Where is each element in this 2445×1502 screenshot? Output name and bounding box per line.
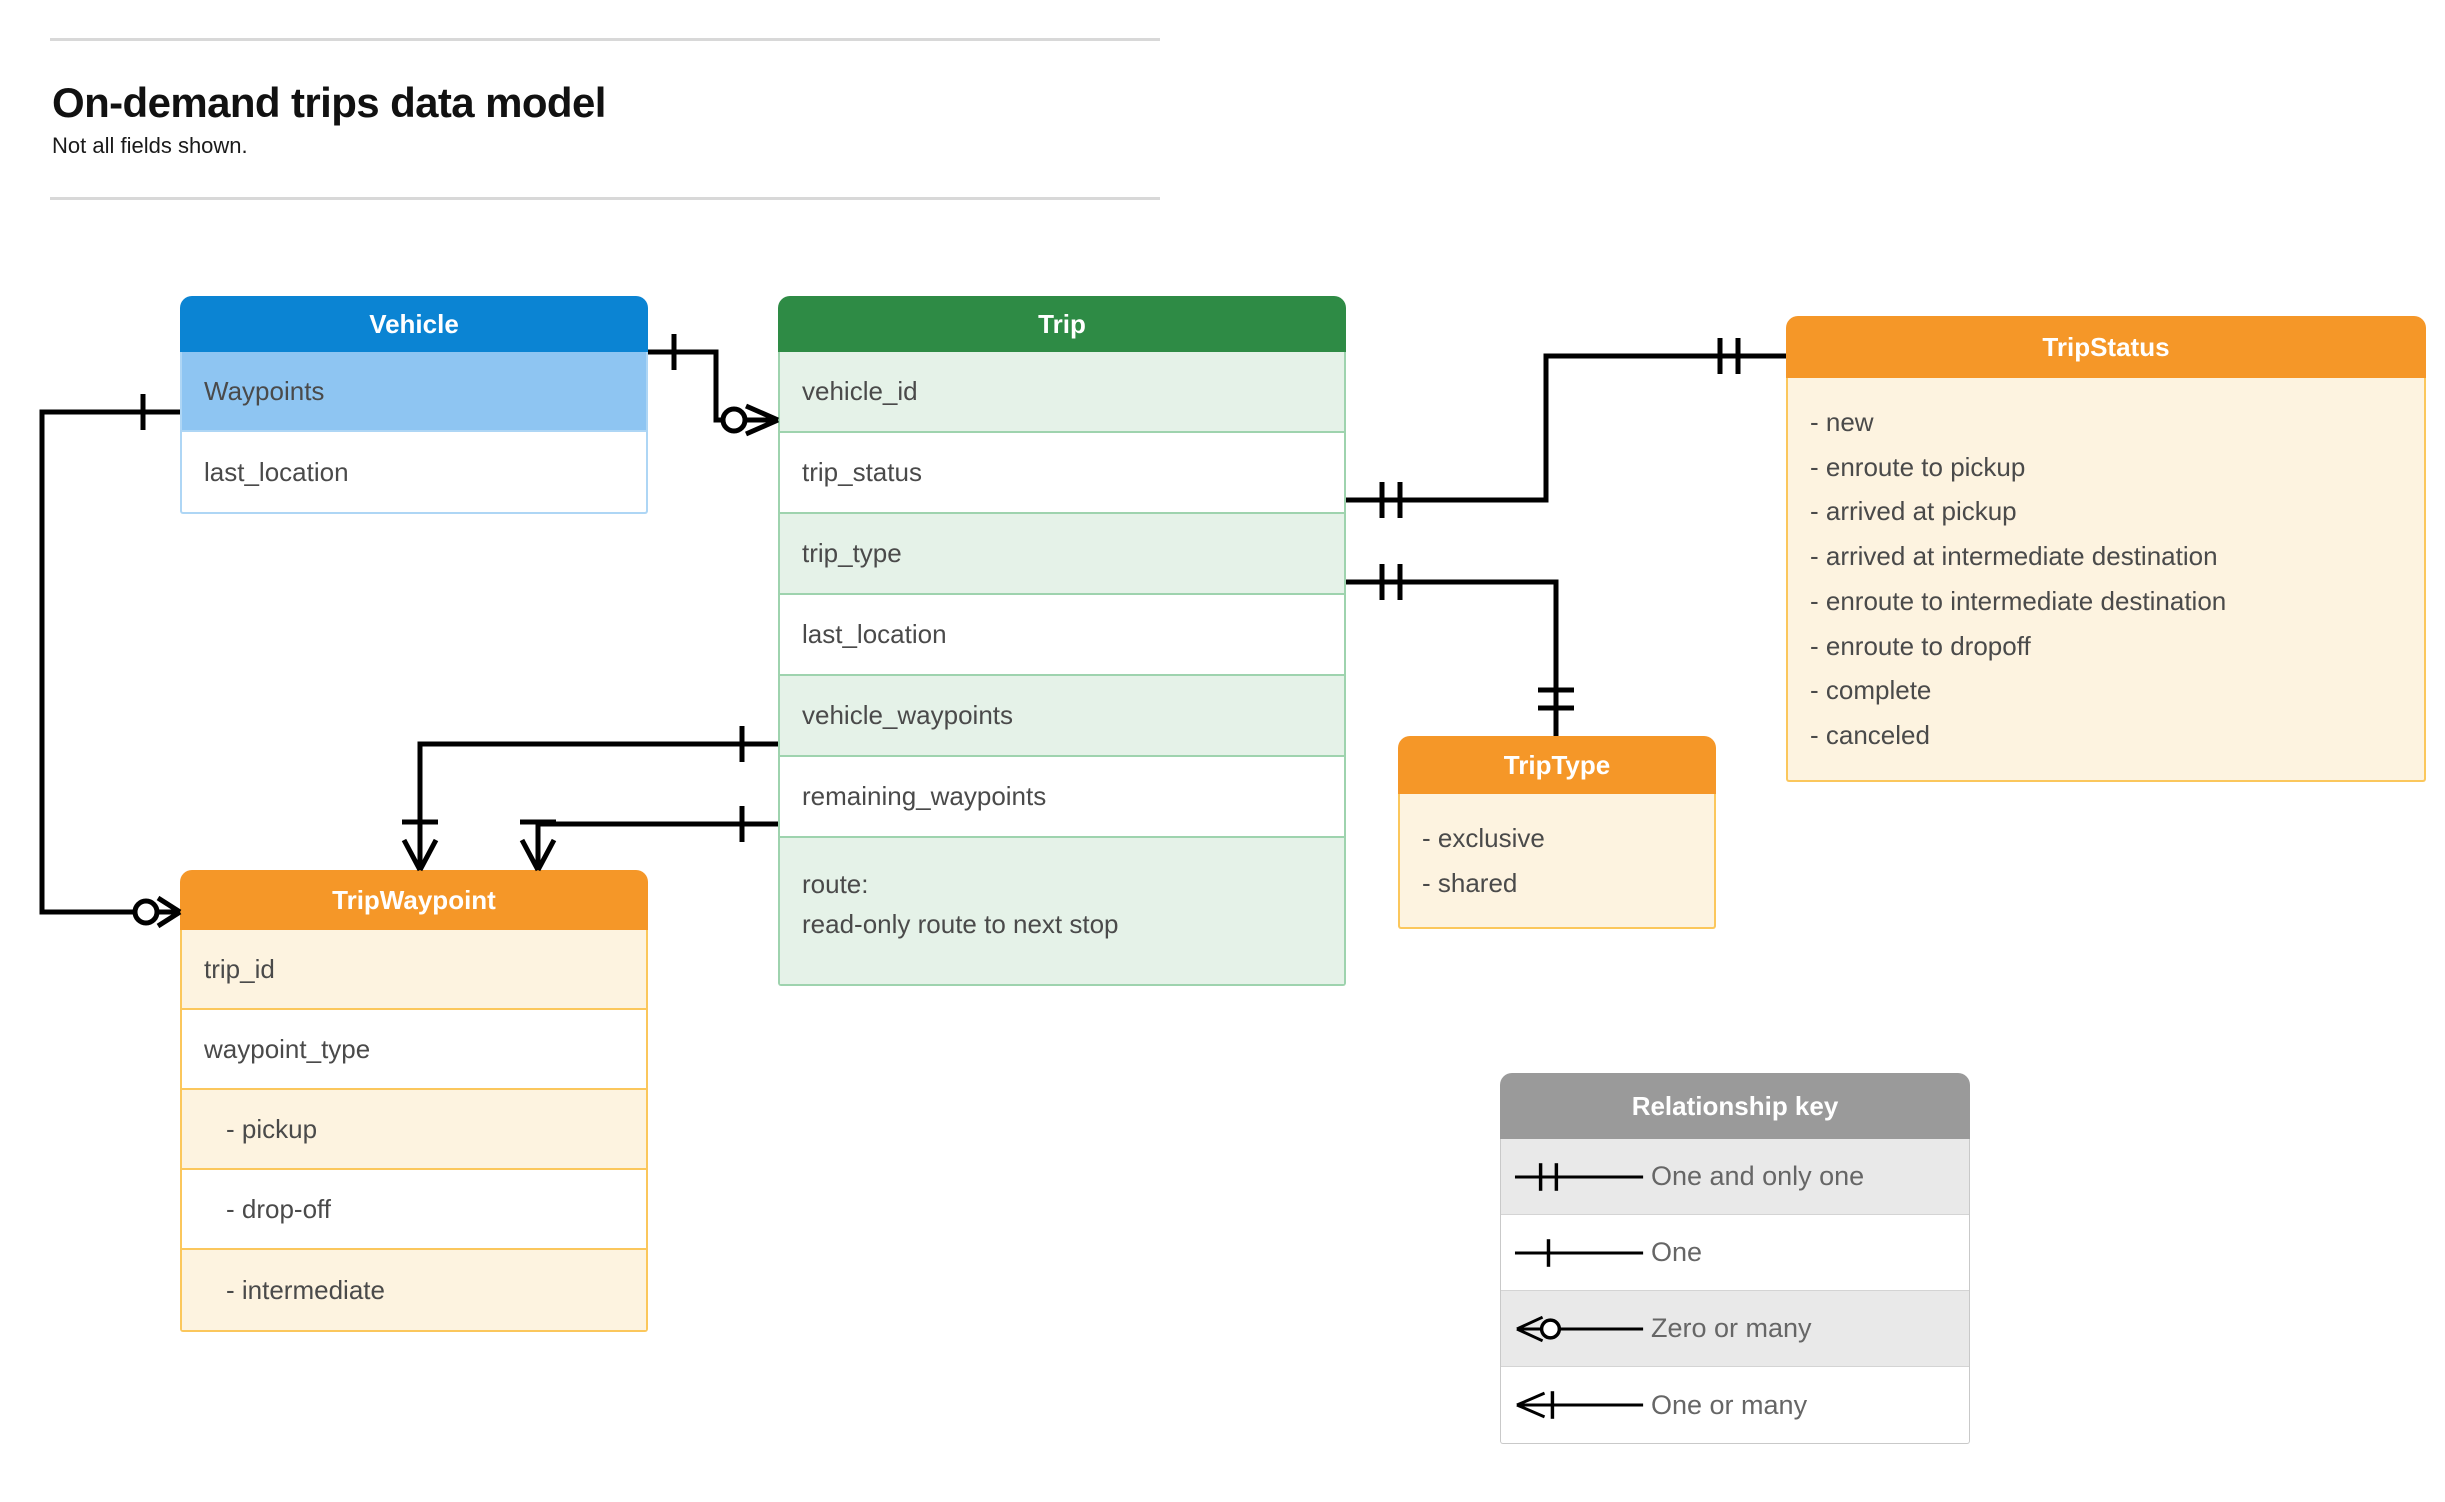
one-or-many-icon [1501,1385,1651,1425]
key-label-one-or-many: One or many [1651,1389,1808,1420]
connector-vehicle-to-trip [648,334,780,437]
enum-tripstatus-arrived-at-intermediate-destination: - arrived at intermediate destination [1810,541,2218,572]
one-and-only-one-icon [1501,1157,1651,1197]
entity-tripwaypoint-title: TripWaypoint [180,870,648,930]
field-vehicle-last-location[interactable]: last_location [204,456,349,487]
key-row-one-or-many: One or many [1501,1367,1969,1443]
page-title: On-demand trips data model [52,79,606,126]
entity-trip-body: vehicle_id trip_status trip_type last_lo… [778,352,1346,986]
enum-list-tripstatus: - new - enroute to pickup - arrived at p… [1788,378,2424,780]
entity-tripstatus-title: TripStatus [1786,316,2426,378]
connector-trip-vehicle-waypoints-to-tripwaypoint [401,726,778,872]
enum-tripstatus-enroute-to-intermediate-destination: - enroute to intermediate destination [1810,585,2227,616]
field-vehicle-waypoints[interactable]: Waypoints [182,352,646,432]
key-row-zero-or-many: Zero or many [1501,1291,1969,1367]
key-row-one-and-only-one: One and only one [1501,1139,1969,1215]
enum-tripwaypoint-pickup[interactable]: - pickup [182,1090,646,1170]
entity-tripwaypoint[interactable]: TripWaypoint trip_id waypoint_type - pic… [180,870,648,1332]
entity-triptype[interactable]: TripType - exclusive - shared [1398,736,1716,930]
entity-trip[interactable]: Trip vehicle_id trip_status trip_type la… [778,296,1346,986]
enum-tripwaypoint-dropoff[interactable]: - drop-off [182,1170,646,1250]
enum-tripstatus-complete: - complete [1810,675,1932,706]
key-label-one-and-only-one: One and only one [1651,1161,1865,1191]
header-divider-top [50,38,1160,41]
enum-triptype-exclusive: - exclusive [1422,823,1545,853]
entity-vehicle-title: Vehicle [180,296,648,352]
entity-vehicle-body: Waypoints last_location [180,352,648,514]
key-label-one: One [1651,1237,1703,1267]
enum-tripwaypoint-intermediate[interactable]: - intermediate [182,1250,646,1330]
field-trip-route[interactable]: route: read-only route to next stop [780,838,1344,984]
connector-vehicle-waypoints-to-tripwaypoint [39,394,182,929]
field-trip-route-label: route: [802,869,869,899]
field-trip-vehicle-id[interactable]: vehicle_id [780,352,1344,433]
enum-tripstatus-arrived-at-pickup: - arrived at pickup [1810,496,2017,527]
key-row-one: One [1501,1215,1969,1291]
enum-tripstatus-new: - new [1810,407,1874,437]
field-tripwaypoint-trip-id[interactable]: trip_id [182,930,646,1010]
connector-trip-remaining-waypoints-to-tripwaypoint [519,806,778,872]
header-divider-bottom [50,197,1160,200]
one-icon [1501,1233,1651,1273]
relationship-key-legend: Relationship key One and only one One [1500,1073,1970,1444]
field-trip-remaining-waypoints[interactable]: remaining_waypoints [780,757,1344,838]
entity-vehicle[interactable]: Vehicle Waypoints last_location [180,296,648,514]
entity-trip-title: Trip [778,296,1346,352]
page-subtitle: Not all fields shown. [52,133,248,158]
connector-trip-status-to-tripstatus [1346,338,1786,518]
entity-tripwaypoint-body: trip_id waypoint_type - pickup - drop-of… [180,930,648,1332]
field-trip-trip-status[interactable]: trip_status [780,433,1344,514]
entity-tripstatus[interactable]: TripStatus - new - enroute to pickup - a… [1786,316,2426,782]
field-trip-trip-type[interactable]: trip_type [780,514,1344,595]
entity-tripstatus-body: - new - enroute to pickup - arrived at p… [1786,378,2426,782]
connector-trip-type-to-triptype [1346,564,1574,736]
field-tripwaypoint-waypoint-type[interactable]: waypoint_type [182,1010,646,1090]
enum-tripstatus-enroute-to-dropoff: - enroute to dropoff [1810,630,2031,661]
page-header: On-demand trips data model Not all field… [50,38,1160,200]
enum-tripstatus-enroute-to-pickup: - enroute to pickup [1810,451,2026,482]
relationship-key-body: One and only one One Zero [1500,1139,1970,1444]
entity-triptype-body: - exclusive - shared [1398,794,1716,930]
key-label-zero-or-many: Zero or many [1651,1313,1812,1343]
enum-tripstatus-canceled: - canceled [1810,720,1930,751]
enum-list-triptype: - exclusive - shared [1400,794,1714,927]
enum-triptype-shared: - shared [1422,867,1518,898]
field-trip-vehicle-waypoints[interactable]: vehicle_waypoints [780,676,1344,757]
entity-triptype-title: TripType [1398,736,1716,794]
zero-or-many-icon [1501,1309,1651,1349]
field-trip-route-description: read-only route to next stop [802,909,1119,940]
relationship-key-title: Relationship key [1500,1073,1970,1139]
field-trip-last-location[interactable]: last_location [780,595,1344,676]
